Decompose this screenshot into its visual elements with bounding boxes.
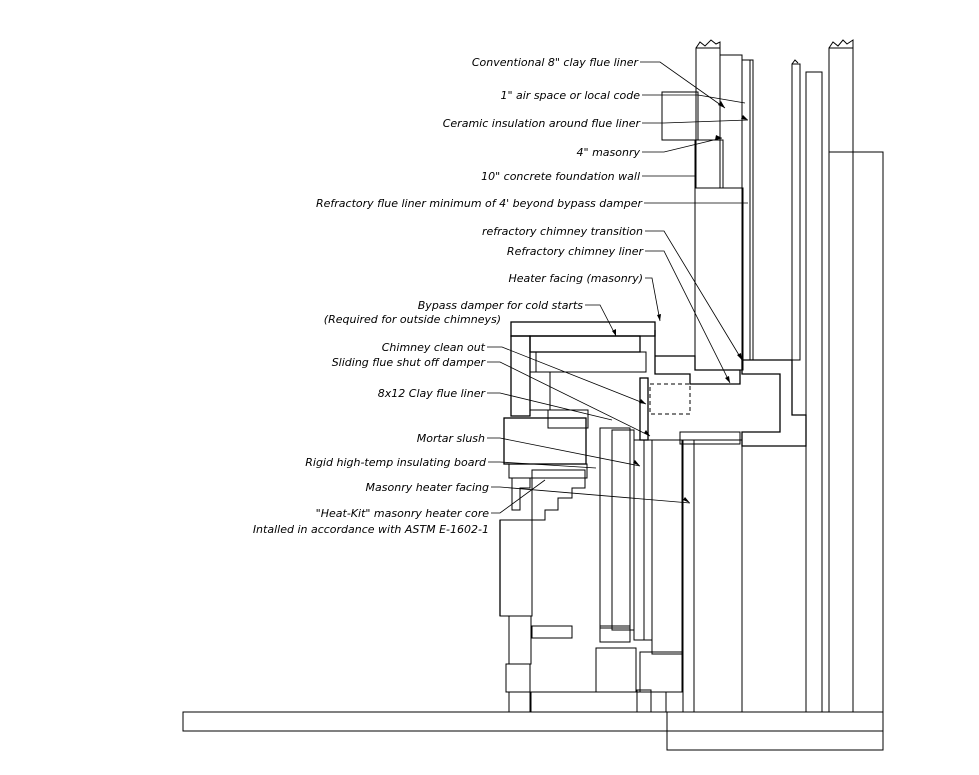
label-air-space: 1" air space or local code	[500, 89, 640, 102]
label-bypass-damper-note: (Required for outside chimneys)	[324, 313, 501, 326]
exterior-wall	[791, 39, 884, 713]
label-heat-kit: "Heat-Kit" masonry heater core	[316, 507, 490, 520]
label-heater-facing-top: Heater facing (masonry)	[508, 272, 643, 285]
label-mortar-slush: Mortar slush	[417, 432, 485, 445]
label-masonry-4in: 4" masonry	[577, 146, 641, 159]
label-clean-out: Chimney clean out	[382, 341, 486, 354]
label-masonry-facing: Masonry heater facing	[366, 481, 489, 494]
annotation-labels: Conventional 8" clay flue liner 1" air s…	[253, 56, 645, 536]
upper-chimney	[661, 39, 754, 371]
floor-slab	[182, 711, 884, 751]
label-chimney-liner: Refractory chimney liner	[507, 245, 645, 258]
label-chimney-transition: refractory chimney transition	[482, 225, 643, 238]
label-ceramic-insulation: Ceramic insulation around flue liner	[443, 117, 642, 130]
label-sliding-damper: Sliding flue shut off damper	[332, 356, 487, 369]
chimney-transition	[649, 330, 807, 447]
label-clay-flue-liner: Conventional 8" clay flue liner	[472, 56, 640, 69]
label-heat-kit-astm: Intalled in accordance with ASTM E-1602-…	[253, 523, 489, 536]
foundation-wall	[679, 431, 807, 713]
label-insulating-board: Rigid high-temp insulating board	[305, 456, 487, 469]
heater-facing	[499, 335, 589, 713]
label-concrete-wall: 10" concrete foundation wall	[481, 170, 640, 183]
heater-core	[529, 377, 683, 713]
heater-top	[510, 321, 656, 373]
label-clay-liner-8x12: 8x12 Clay flue liner	[378, 387, 487, 400]
label-refractory-flue-liner: Refractory flue liner minimum of 4' beyo…	[316, 197, 643, 210]
label-bypass-damper: Bypass damper for cold starts	[418, 299, 584, 312]
leader-arrows	[612, 101, 748, 503]
leader-lines	[487, 61, 749, 514]
